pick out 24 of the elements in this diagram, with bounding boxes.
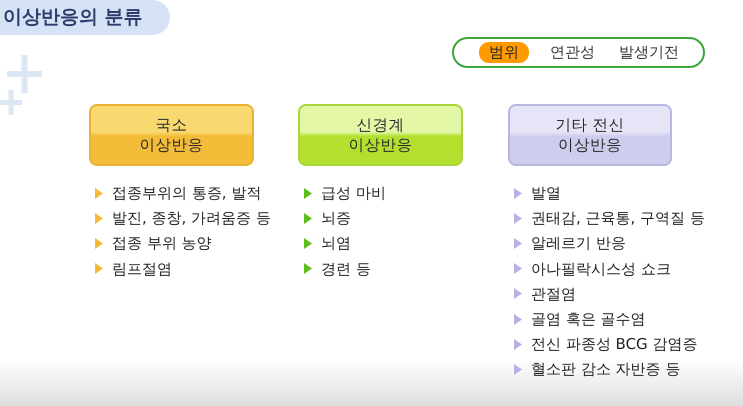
list-item: 발열 <box>531 183 561 203</box>
list-item: 림프절염 <box>112 258 172 279</box>
category-box: 기타 전신 이상반응 <box>508 104 672 166</box>
category-box: 국소 이상반응 <box>89 104 254 166</box>
list-item: 급성 마비 <box>321 183 386 203</box>
category-box: 신경계 이상반응 <box>298 104 463 166</box>
list-item: 접종부위의 통증, 발적 <box>112 183 262 203</box>
list-item: 알레르기 반응 <box>531 233 626 254</box>
tab-label: 연관성 <box>550 42 595 63</box>
list-item: 관절염 <box>531 284 576 304</box>
list-item: 아나필락시스성 쇼크 <box>531 258 671 279</box>
list-item: 전신 파종성 BCG 감염증 <box>531 334 698 354</box>
active-tab: 범위 <box>479 42 529 63</box>
list-item: 혈소판 감소 자반증 등 <box>531 359 680 380</box>
list-item: 뇌증 <box>321 208 351 228</box>
list-item: 발진, 종창, 가려움증 등 <box>112 208 271 228</box>
title-banner: 이상반응의 분류 <box>0 0 170 35</box>
tab-bar <box>452 37 705 68</box>
list-item: 권태감, 근육통, 구역질 등 <box>531 208 705 228</box>
list-item: 접종 부위 농양 <box>112 233 212 254</box>
list-item: 경련 등 <box>321 258 371 279</box>
list-item: 뇌염 <box>321 233 351 254</box>
tab-label: 발생기전 <box>619 42 679 63</box>
list-item: 골염 혹은 골수염 <box>531 309 646 329</box>
